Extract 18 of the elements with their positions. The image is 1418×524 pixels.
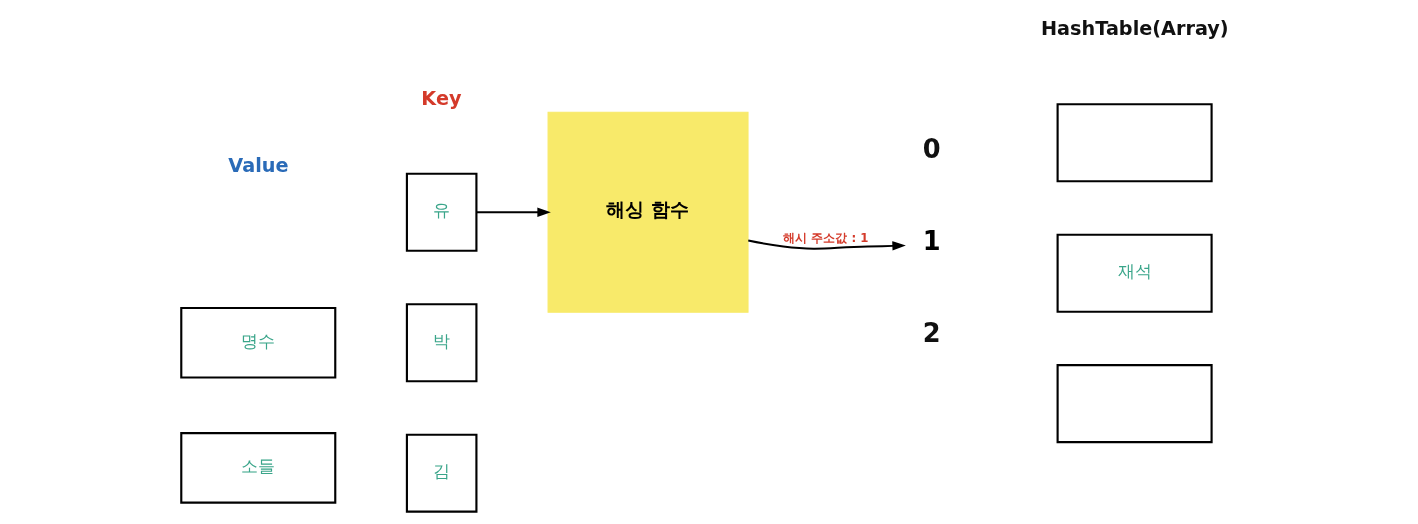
node-box: 유 [405,172,478,252]
node-box: 재석 [1056,233,1213,313]
node-box: 소들 [180,432,337,504]
node-text: 1 [922,225,941,256]
node-box: 김 [405,433,478,513]
node-box: 명수 [180,306,337,379]
arrow [747,239,906,251]
node-box [1056,103,1213,183]
label: HashTable(Array) [1041,17,1229,41]
label: 2 [922,317,941,348]
node-box: 박 [405,303,478,383]
label: 0 [922,133,941,164]
edge-label: 해시 주소값 : 1 [783,231,869,245]
label: Key [421,86,462,110]
node-box: 해싱 함수 [547,111,749,313]
arrow [475,207,551,217]
label: Value [228,154,289,178]
node-box [1056,364,1213,444]
